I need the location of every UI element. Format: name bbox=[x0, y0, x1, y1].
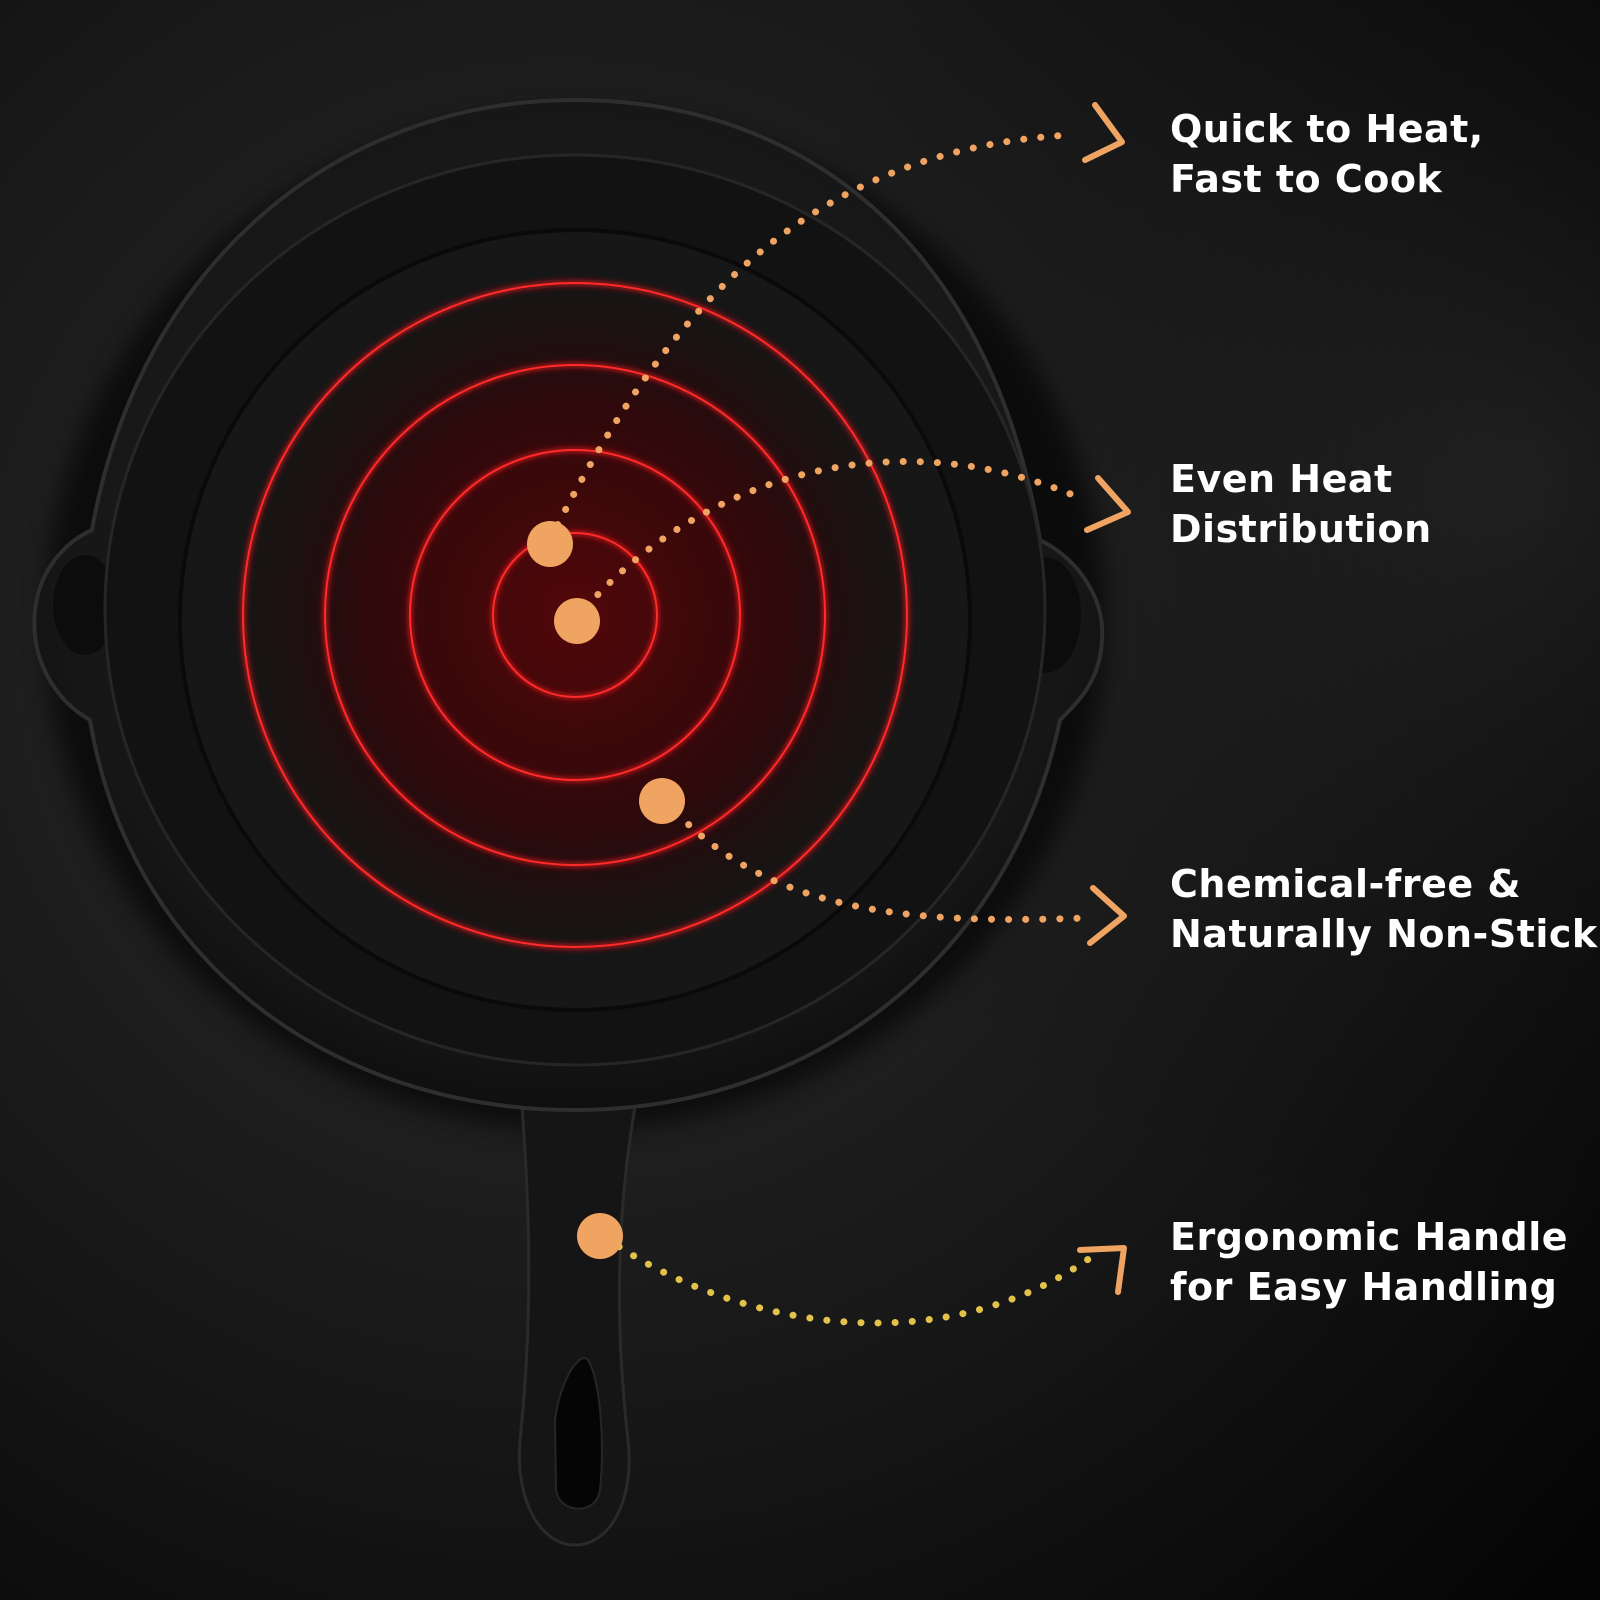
marker-dot-nonstick bbox=[639, 778, 685, 824]
feature-label-line: Chemical-free & bbox=[1170, 862, 1521, 906]
feature-label-line: Distribution bbox=[1170, 507, 1432, 551]
arrow-right-icon bbox=[1084, 475, 1131, 533]
feature-label-handle: Ergonomic Handle for Easy Handling bbox=[1170, 1212, 1590, 1312]
pan-handle bbox=[517, 1078, 642, 1547]
feature-label-line: Fast to Cook bbox=[1170, 157, 1443, 201]
feature-label-non-stick: Chemical-free & Naturally Non-Stick bbox=[1170, 859, 1598, 959]
arrow-right-icon bbox=[1082, 102, 1125, 163]
arrow-right-icon bbox=[1077, 1245, 1127, 1295]
feature-label-quick-heat: Quick to Heat, Fast to Cook bbox=[1170, 104, 1590, 204]
heat-rings-core bbox=[242, 282, 908, 948]
callout-line-1 bbox=[546, 131, 1074, 544]
feature-label-line: Naturally Non-Stick bbox=[1170, 912, 1598, 956]
left-spout bbox=[53, 555, 117, 655]
feature-label-line: Quick to Heat, bbox=[1170, 107, 1484, 151]
feature-label-even-heat: Even Heat Distribution bbox=[1170, 454, 1590, 554]
feature-label-line: for Easy Handling bbox=[1170, 1265, 1558, 1309]
handle-hole bbox=[553, 1357, 603, 1510]
callout-line-3 bbox=[661, 796, 1089, 923]
arrow-right-icon bbox=[1087, 885, 1127, 946]
marker-dot-handle bbox=[577, 1213, 623, 1259]
feature-label-line: Ergonomic Handle bbox=[1170, 1215, 1569, 1259]
marker-dot-distribution bbox=[554, 598, 600, 644]
callout-line-2 bbox=[571, 458, 1084, 624]
feature-label-line: Even Heat bbox=[1170, 457, 1393, 501]
marker-dot-heat bbox=[527, 521, 573, 567]
